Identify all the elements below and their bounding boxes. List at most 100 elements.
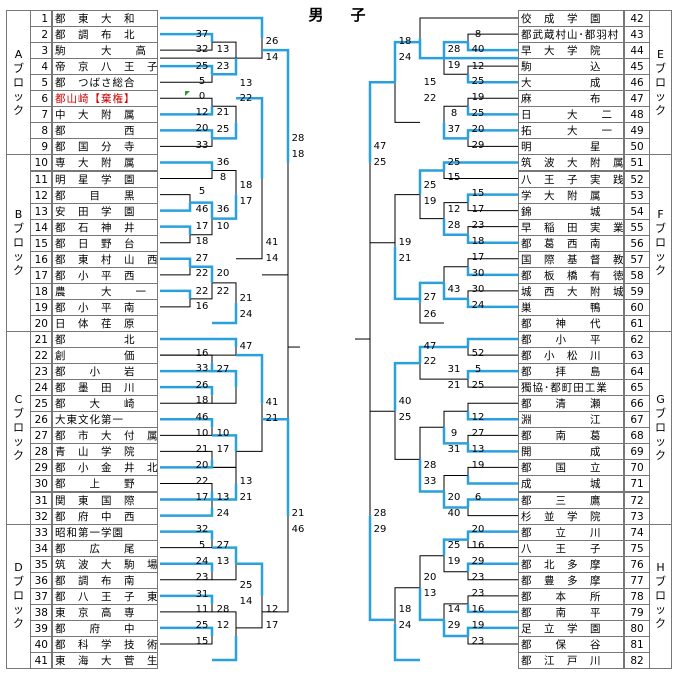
- score: 14: [265, 52, 279, 63]
- team-number: 4: [30, 58, 52, 76]
- team-name: 都 府 中 西: [52, 507, 158, 525]
- score: 28: [447, 220, 461, 231]
- bracket-line: [418, 459, 444, 493]
- team-number: 11: [30, 170, 52, 188]
- bracket-line: [160, 257, 192, 267]
- score: 25: [447, 540, 461, 551]
- score: 28: [216, 604, 230, 615]
- team-name: 都 西: [52, 122, 158, 140]
- score: 41: [265, 237, 279, 248]
- bracket-line: [467, 402, 518, 412]
- team-name: 都 国 立: [518, 459, 624, 477]
- bracket-line: [418, 281, 444, 303]
- team-number: 27: [30, 427, 52, 445]
- team-number: 35: [30, 555, 52, 573]
- team-number: 28: [30, 443, 52, 461]
- score: 29: [471, 140, 485, 151]
- score: 25: [195, 61, 209, 72]
- score: 12: [265, 604, 279, 615]
- team-number: 38: [30, 603, 52, 621]
- score: 28: [291, 133, 305, 144]
- team-number: 78: [624, 587, 650, 605]
- team-number: 17: [30, 266, 52, 284]
- bracket-line: [442, 218, 468, 236]
- score: 22: [423, 356, 437, 367]
- bracket-line: [443, 58, 468, 75]
- score: 19: [471, 92, 485, 103]
- bracket-line: [467, 507, 518, 517]
- score: 19: [423, 196, 437, 207]
- bracket-line: [443, 105, 468, 123]
- team-name: 日 大 二: [518, 106, 624, 124]
- team-name: 都 板 橋 有 徳: [518, 266, 624, 284]
- score: 30: [471, 284, 485, 295]
- team-number: 48: [624, 106, 650, 124]
- bracket-line: [443, 202, 468, 219]
- team-number: 62: [624, 331, 650, 348]
- team-name: 都 東 村 山 西: [52, 250, 158, 268]
- score: 15: [471, 188, 485, 199]
- team-name: 城 西 大 附 城 西: [518, 282, 624, 300]
- bracket-line: [190, 218, 213, 236]
- team-name: 都 墨 田 川: [52, 379, 158, 397]
- score: 10: [216, 221, 230, 232]
- team-number: 81: [624, 635, 650, 653]
- team-number: 59: [624, 282, 650, 300]
- team-name: 筑 波 大 駒 場: [52, 555, 158, 573]
- score: 25: [471, 108, 485, 119]
- team-name: 都 市 大 付 属: [52, 427, 158, 445]
- bracket-line: [466, 530, 518, 540]
- score: 13: [239, 476, 253, 487]
- team-number: 14: [30, 218, 52, 236]
- team-name: 都 東 大 和: [52, 10, 158, 27]
- team-name: 都 石 神 井: [52, 218, 158, 236]
- bracket-line: [212, 170, 237, 195]
- score: 22: [423, 93, 437, 104]
- score: 5: [198, 76, 206, 87]
- team-name: 錦 城: [518, 202, 624, 220]
- bracket-line: [212, 369, 238, 388]
- bracket-line: [160, 507, 214, 517]
- bracket-line: [160, 635, 213, 645]
- score: 27: [423, 292, 437, 303]
- score: 8: [474, 29, 482, 40]
- team-number: 56: [624, 234, 650, 252]
- score: 24: [216, 508, 230, 519]
- team-number: 60: [624, 298, 650, 316]
- score: 23: [471, 636, 485, 647]
- bracket-line: [160, 459, 214, 469]
- team-number: 61: [624, 314, 650, 332]
- score: 19: [447, 60, 461, 71]
- team-name: 青 山 学 院: [52, 443, 158, 461]
- team-number: 57: [624, 250, 650, 268]
- team-name: 大東文化第一: [52, 411, 158, 429]
- block-label-right: E ブ ロ ッ ク: [650, 10, 672, 156]
- bracket-line: [467, 635, 518, 645]
- bracket-line: [394, 411, 420, 460]
- bracket-line: [212, 58, 238, 76]
- score: 13: [216, 492, 230, 503]
- score: 23: [471, 572, 485, 583]
- score: 16: [471, 540, 485, 551]
- team-name: 都 保 谷: [518, 635, 624, 653]
- bracket-line: [160, 418, 214, 428]
- score: 30: [471, 268, 485, 279]
- team-number: 68: [624, 427, 650, 445]
- team-name: 八 王 子 実 践: [518, 170, 624, 188]
- team-name: 拓 大 一: [518, 122, 624, 140]
- score: 20: [447, 492, 461, 503]
- score: 31: [195, 589, 209, 600]
- team-name: 日 体 荏 原: [52, 314, 158, 332]
- team-number: 49: [624, 122, 650, 140]
- score: 27: [471, 428, 485, 439]
- team-number: 72: [624, 491, 650, 509]
- bracket-line: [236, 595, 263, 629]
- team-number: 66: [624, 395, 650, 413]
- bracket-line: [160, 450, 213, 460]
- bracket-line: [466, 42, 518, 52]
- score: 21: [239, 293, 253, 304]
- bracket-line: [466, 626, 518, 636]
- team-number: 8: [30, 122, 52, 140]
- team-number: 42: [624, 10, 650, 27]
- default-mark-icon: [185, 91, 190, 96]
